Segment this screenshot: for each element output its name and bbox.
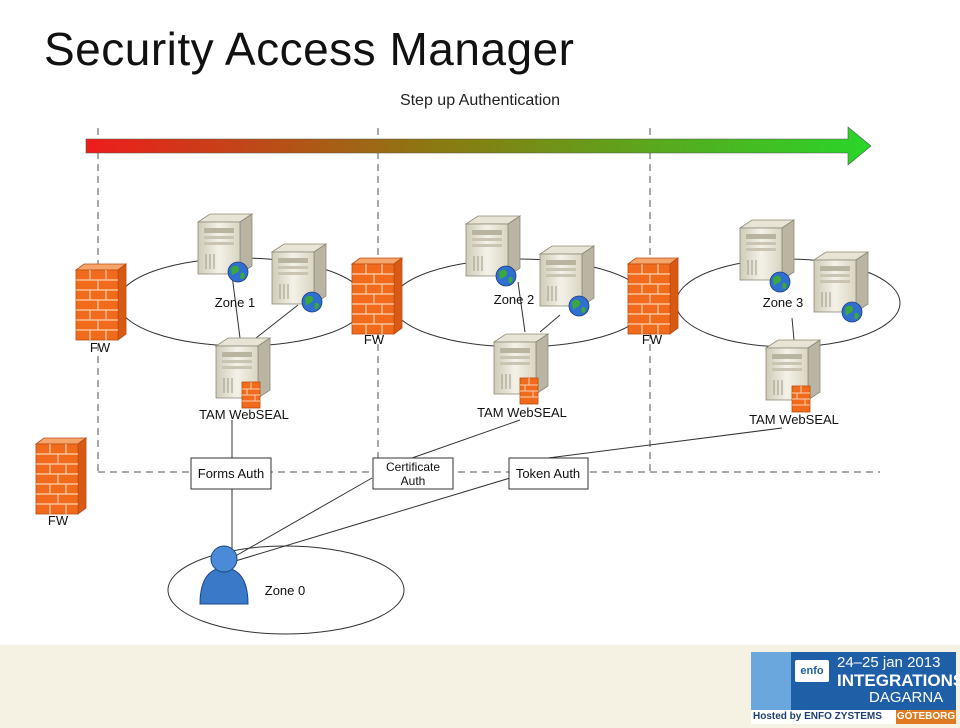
- banner-date: 24–25 jan 2013: [837, 654, 941, 671]
- webseal-label: TAM WebSEAL: [749, 412, 839, 427]
- zone-label: Zone 3: [763, 295, 803, 310]
- banner-city: GÖTEBORG: [896, 710, 956, 724]
- step-up-arrow: [85, 126, 872, 166]
- zone-label: Zone 2: [494, 292, 534, 307]
- globe-icon: [769, 271, 791, 293]
- firewall-label: FW: [90, 340, 111, 355]
- slide-title: Security Access Manager: [44, 23, 575, 75]
- certificate-auth-box: Certificate Auth: [372, 457, 454, 490]
- banner-graphic: [751, 652, 791, 710]
- webseal-label: TAM WebSEAL: [477, 405, 567, 420]
- firewall-label: FW: [48, 513, 69, 528]
- token-auth-label: Token Auth: [516, 466, 580, 481]
- globe-icon: [301, 291, 323, 313]
- token-auth-box: Token Auth: [508, 457, 589, 490]
- globe-icon: [495, 265, 517, 287]
- server-icon: [739, 219, 795, 281]
- globe-icon: [841, 301, 863, 323]
- server-icon: [465, 215, 521, 277]
- firewall-icon: [35, 437, 87, 515]
- conference-banner: enfo 24–25 jan 2013 INTEGRATIONS DAGARNA…: [751, 652, 960, 724]
- firewall-icon: [627, 257, 679, 335]
- server-icon: [813, 251, 869, 313]
- banner-subtitle: DAGARNA: [869, 689, 944, 706]
- firewall-icon: [351, 257, 403, 335]
- firewall-label: FW: [364, 332, 385, 347]
- firewall-icon: [75, 263, 127, 341]
- arrow-label: Step up Authentication: [400, 92, 560, 109]
- globe-icon: [227, 261, 249, 283]
- zone-label: Zone 1: [215, 295, 255, 310]
- architecture-diagram: Step up Authentication Zone 1: [35, 92, 901, 635]
- connection-lines: [231, 274, 795, 563]
- webseal-label: TAM WebSEAL: [199, 407, 289, 422]
- webseal-firewall-badge-icon: [519, 377, 539, 405]
- user-icon: [199, 545, 249, 605]
- webseal-firewall-badge-icon: [791, 385, 811, 413]
- certificate-auth-label-line2: Auth: [401, 474, 426, 488]
- forms-auth-label: Forms Auth: [198, 466, 264, 481]
- enfo-logo-icon: enfo: [795, 660, 829, 682]
- zone-label: Zone 0: [265, 583, 305, 598]
- banner-title: INTEGRATIONS: [837, 671, 960, 690]
- globe-icon: [568, 295, 590, 317]
- certificate-auth-label-line1: Certificate: [386, 460, 440, 474]
- forms-auth-box: Forms Auth: [190, 457, 272, 490]
- firewall-label: FW: [642, 332, 663, 347]
- server-icon: [539, 245, 595, 307]
- banner-hosted-by: Hosted by ENFO ZYSTEMS: [753, 711, 882, 722]
- webseal-firewall-badge-icon: [241, 381, 261, 409]
